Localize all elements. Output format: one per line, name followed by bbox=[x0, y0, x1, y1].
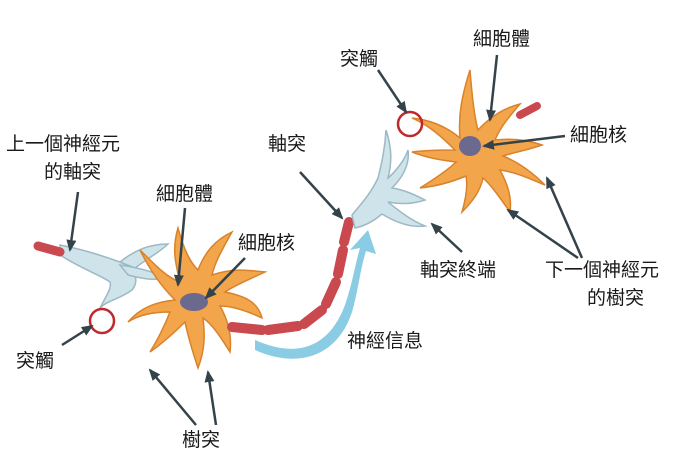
pointer-dendrite-a bbox=[148, 368, 197, 426]
pointer-synapse-right bbox=[376, 69, 408, 114]
right-nucleus bbox=[459, 136, 481, 156]
synapse-ring-left bbox=[88, 307, 116, 335]
label-nucleus-right: 細胞核 bbox=[570, 124, 627, 146]
left-nucleus bbox=[180, 293, 208, 311]
synapse-ring-right bbox=[396, 110, 424, 138]
pointer-nucleus-left bbox=[204, 257, 246, 300]
upper-axon-terminal bbox=[59, 243, 170, 309]
pointer-dendrite-b bbox=[204, 370, 218, 426]
label-cell-body-right: 細胞體 bbox=[473, 28, 530, 50]
label-cell-body-left: 細胞體 bbox=[156, 183, 213, 205]
pointer-arrows bbox=[61, 54, 584, 426]
pointer-axon-terminal bbox=[430, 222, 463, 253]
pointer-dendrite-right-b bbox=[545, 176, 584, 259]
label-synapse-right: 突觸 bbox=[340, 48, 378, 70]
axon-myelin bbox=[227, 217, 354, 335]
pointer-dendrite-right-a bbox=[506, 208, 579, 260]
pointer-cell-body-right bbox=[486, 54, 499, 122]
pointer-synapse-left bbox=[61, 324, 94, 347]
pointer-axon bbox=[299, 171, 344, 220]
label-upper-axon-line2: 的軸突 bbox=[44, 161, 101, 183]
right-outgoing-axon bbox=[516, 102, 541, 119]
label-upper-axon-line1: 上一個神經元 bbox=[6, 133, 120, 155]
label-next-dendrite-line2: 的樹突 bbox=[587, 287, 644, 309]
label-axon: 軸突 bbox=[268, 133, 306, 155]
label-synapse-left: 突觸 bbox=[16, 350, 54, 372]
right-axon-terminal bbox=[351, 129, 428, 229]
nerve-signal-arrow bbox=[255, 230, 376, 359]
label-dendrite: 樹突 bbox=[182, 429, 220, 451]
label-nucleus-left: 細胞核 bbox=[238, 232, 295, 254]
upper-axon-myelin bbox=[33, 241, 65, 257]
pointer-nucleus-right bbox=[482, 134, 566, 150]
label-nerve-signal: 神經信息 bbox=[347, 330, 423, 352]
pointer-cell-body-left bbox=[173, 207, 187, 287]
label-next-dendrite-line1: 下一個神經元 bbox=[545, 259, 659, 281]
pointer-upper-axon bbox=[66, 191, 80, 252]
label-axon-terminal: 軸突終端 bbox=[420, 259, 496, 281]
